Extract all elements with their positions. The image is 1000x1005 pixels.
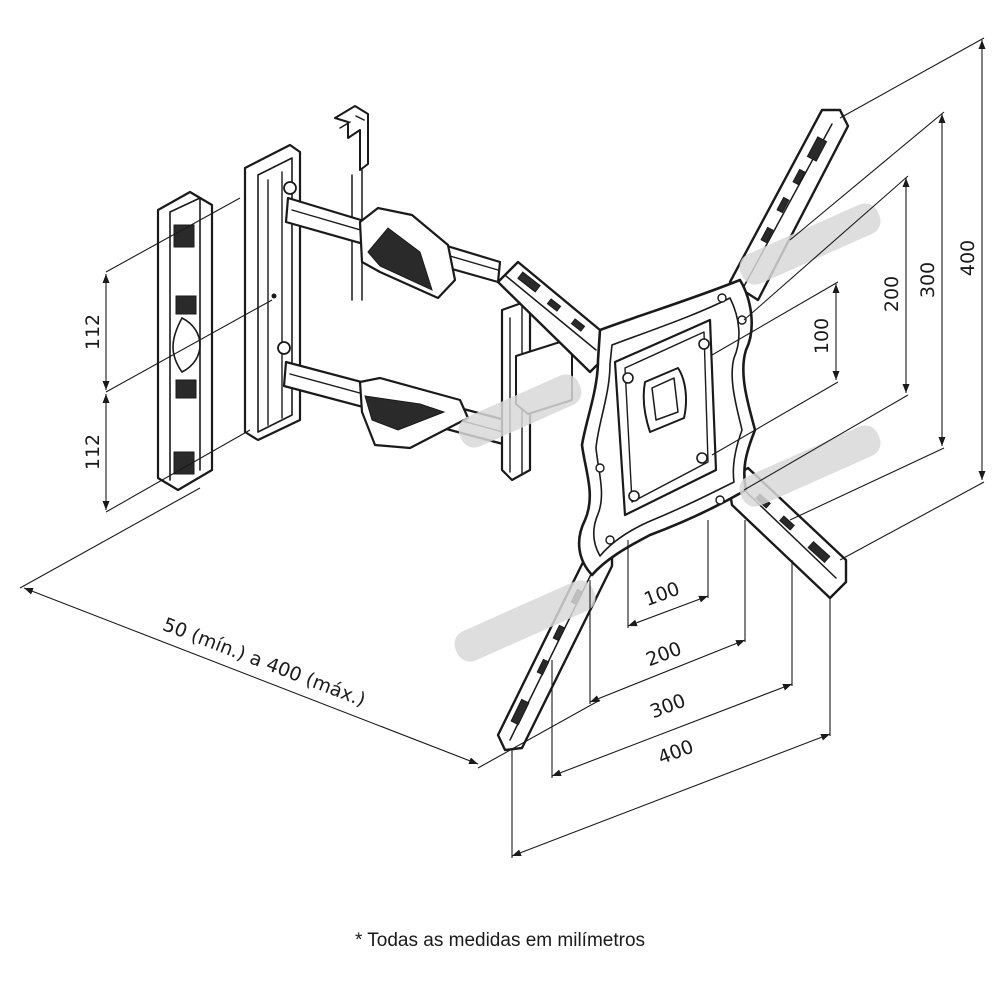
lower-arm: [282, 360, 507, 450]
vesa-plate: [577, 278, 757, 577]
dim-label-depth: 50 (mín.) a 400 (máx.): [160, 614, 369, 712]
wall-plate: [243, 143, 302, 442]
dim-label-horizontal-100: 100: [641, 578, 683, 611]
watermark-patches: [454, 203, 881, 662]
footnote: * Todas as medidas em milímetros: [354, 930, 646, 951]
vesa-arm-bottom-left: [496, 543, 614, 752]
dim-label-vertical-400: 400: [957, 240, 979, 276]
dim-label-vertical-100: 100: [811, 318, 833, 354]
lock-clip: [334, 105, 369, 301]
dim-label-horizontal-400: 400: [655, 736, 697, 770]
dim-label-vertical-200: 200: [881, 276, 903, 312]
dimension-lines: [19, 37, 986, 858]
dim-label-vertical-300: 300: [917, 262, 939, 298]
dim-label-wall-top: 112: [82, 314, 104, 350]
dim-label-horizontal-300: 300: [647, 690, 689, 724]
dim-label-wall-bottom: 112: [82, 434, 104, 470]
wall-cover-plate: [156, 190, 214, 492]
upper-arm: [284, 196, 502, 300]
